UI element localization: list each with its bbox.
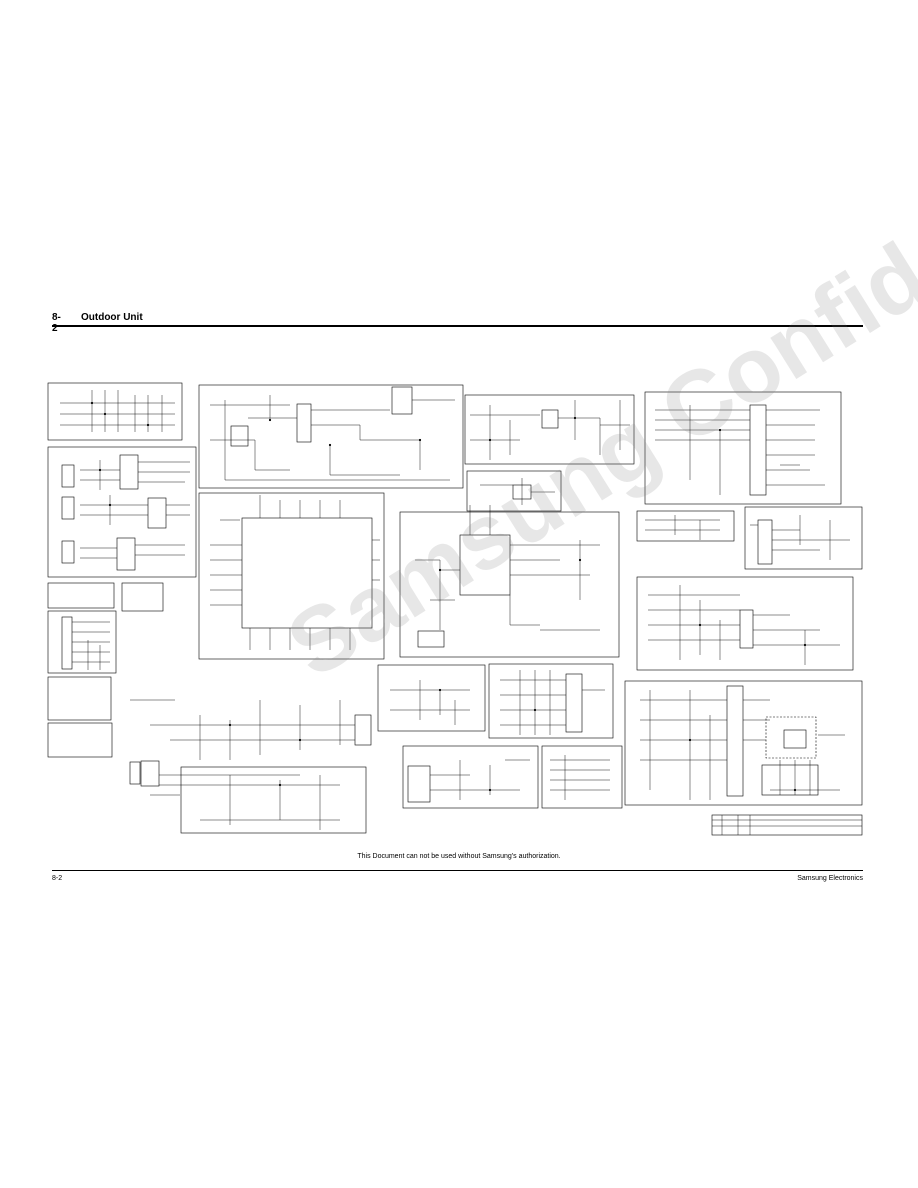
section-title: Outdoor Unit xyxy=(81,312,143,323)
footer-rule xyxy=(52,870,863,871)
schematic-block-relay xyxy=(488,663,614,739)
schematic-block-fan xyxy=(644,391,842,505)
schematic-block-drivers xyxy=(47,446,197,578)
schematic-block-mcu xyxy=(198,492,385,660)
authorization-notice: This Document can not be used without Sa… xyxy=(357,853,561,860)
schematic-block-main-power xyxy=(180,766,367,834)
schematic-block-conn-e xyxy=(47,722,113,758)
schematic-block-display xyxy=(402,745,539,809)
schematic-block-compressor xyxy=(624,680,863,806)
schematic-block-conn-c xyxy=(47,610,117,674)
schematic-block-comm xyxy=(464,394,635,465)
schematic-block-eeprom xyxy=(466,470,562,512)
schematic-block-conn-a xyxy=(47,582,115,609)
header-rule xyxy=(52,325,863,327)
schematic-block-inverter-ic xyxy=(399,511,620,658)
schematic-block-outputs xyxy=(541,745,623,809)
schematic-block-pfc xyxy=(636,576,854,671)
schematic-block-conn-b xyxy=(121,582,164,612)
schematic-block-power-input xyxy=(47,382,183,441)
section-number: 8-2 xyxy=(52,312,61,334)
page-number: 8-2 xyxy=(52,875,63,882)
schematic-block-filter xyxy=(377,664,486,732)
schematic-block-sensor-b xyxy=(744,506,863,570)
schematic-block-sensor-a xyxy=(636,510,735,542)
schematic-block-conn-d xyxy=(47,676,112,721)
company-name: Samsung Electronics xyxy=(797,875,863,882)
schematic-block-smps xyxy=(198,384,464,489)
